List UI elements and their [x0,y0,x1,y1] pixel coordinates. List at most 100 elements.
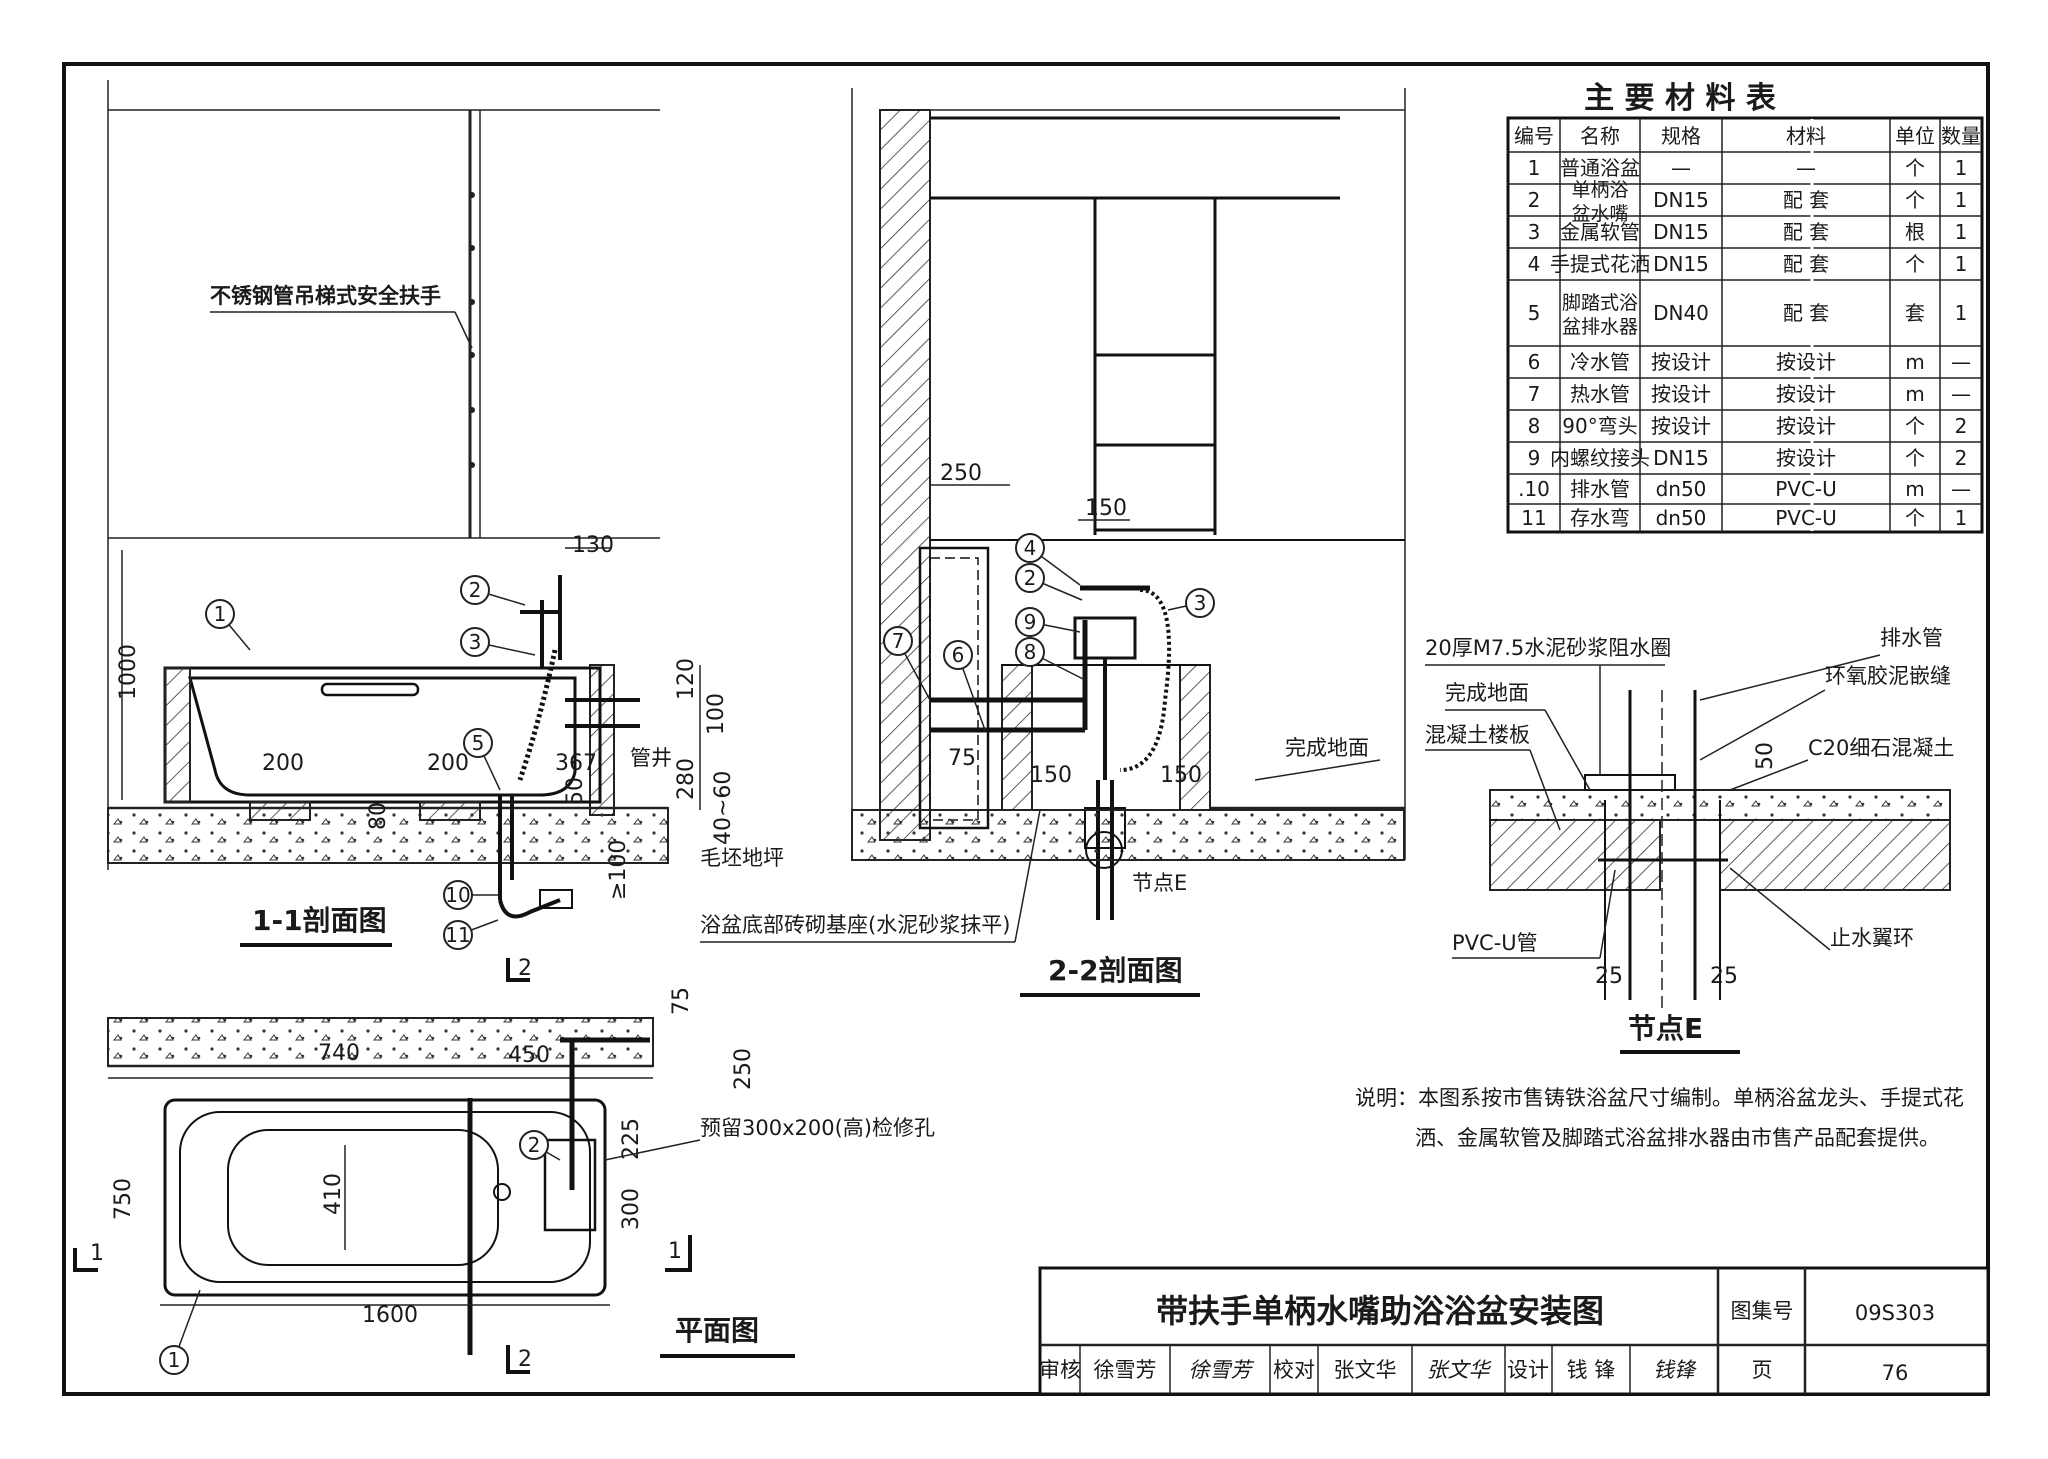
table-cell: 按设计 [1776,350,1836,374]
table-cell: 90°弯头 [1562,414,1637,438]
svg-text:洒、金属软管及脚踏式浴盆排水器由市售产品配套提供。: 洒、金属软管及脚踏式浴盆排水器由市售产品配套提供。 [1415,1126,1940,1150]
svg-text:50: 50 [563,777,588,805]
drawing-title: 带扶手单柄水嘴助浴浴盆安装图 [1156,1292,1604,1330]
svg-text:280: 280 [674,758,699,800]
table-cell: 9 [1528,446,1541,470]
svg-text:75: 75 [948,746,976,771]
table-cell: 单位 [1895,124,1935,148]
table-cell: 个 [1905,414,1925,438]
svg-text:PVC-U管: PVC-U管 [1452,931,1538,955]
callout-number: 7 [892,629,905,653]
svg-text:完成地面: 完成地面 [1285,736,1369,760]
svg-text:250: 250 [940,461,982,486]
table-cell: 按设计 [1776,382,1836,406]
svg-text:张文华: 张文华 [1334,1358,1397,1382]
table-cell: 2 [1528,188,1541,212]
table-cell: 排水管 [1570,477,1630,501]
table-cell: 配 套 [1783,220,1829,244]
svg-text:审核: 审核 [1039,1358,1081,1382]
table-cell: 热水管 [1570,382,1630,406]
svg-text:排水管: 排水管 [1880,626,1943,650]
node-e-detail: 20厚M7.5水泥砂浆阻水圈 排水管 环氧胶泥嵌缝 完成地面 混凝土楼板 C20… [1425,626,1954,1054]
table-cell: 名称 [1580,124,1620,148]
table-title: 主 要 材 料 表 [1584,81,1776,116]
svg-text:25: 25 [1595,964,1623,989]
svg-text:徐雪芳: 徐雪芳 [1189,1358,1255,1382]
table-cell: 单柄浴 [1571,179,1628,201]
table-cell: 个 [1905,252,1925,276]
table-cell: 配 套 [1783,252,1829,276]
svg-text:09S303: 09S303 [1855,1301,1935,1325]
svg-text:740: 740 [318,1041,360,1066]
table-cell: 4 [1528,252,1541,276]
table-cell: dn50 [1656,506,1707,530]
svg-text:节点E: 节点E [1132,871,1187,895]
table-cell: 1 [1955,252,1968,276]
node-e-title: 节点E [1628,1012,1703,1045]
table-cell: 个 [1905,446,1925,470]
callout-circle [205,599,235,629]
callout-number: 10 [445,883,470,907]
bathtub-section [163,666,602,804]
svg-text:150: 150 [1030,763,1072,788]
svg-text:750: 750 [111,1178,136,1220]
svg-text:40~60: 40~60 [711,771,736,845]
table-cell: 内螺纹接头 [1550,446,1650,470]
table-cell: — [1951,350,1971,374]
table-cell: 1 [1955,220,1968,244]
svg-text:410: 410 [321,1173,346,1215]
table-cell: 2 [1955,414,1968,438]
handrail-label: 不锈钢管吊梯式安全扶手 [210,284,441,308]
table-cell-cont: 盆排水器 [1562,316,1638,338]
svg-text:止水翼环: 止水翼环 [1830,926,1914,950]
callout-number: 6 [952,643,965,667]
table-cell: 配 套 [1783,188,1829,212]
table-cell: 6 [1528,350,1541,374]
callout-number: 9 [1024,610,1037,634]
table-cell: 个 [1905,188,1925,212]
callout-number: 1 [168,1348,181,1372]
table-cell: — [1951,477,1971,501]
svg-text:120: 120 [674,658,699,700]
svg-text:1: 1 [90,1241,104,1266]
svg-text:50: 50 [1753,742,1778,770]
callout-circle [1015,563,1045,593]
plan-view: 410 740 450 75 250 225 300 750 1600 预留30… [73,956,935,1375]
table-cell: — [1796,156,1816,180]
callout-number: 4 [1024,536,1037,560]
table-cell: 按设计 [1651,350,1711,374]
table-cell: 脚踏式浴 [1562,292,1638,314]
svg-text:徐雪芳: 徐雪芳 [1094,1358,1157,1382]
svg-text:校对: 校对 [1273,1358,1315,1382]
svg-text:25: 25 [1710,964,1738,989]
table-cell: 存水弯 [1570,506,1630,530]
svg-text:2: 2 [518,956,532,981]
callout-circle [1015,607,1045,637]
callout-number: 2 [1024,566,1037,590]
callout-circle [460,627,490,657]
plan-title: 平面图 [675,1314,759,1347]
svg-text:设计: 设计 [1507,1358,1549,1382]
table-cell: 配 套 [1783,301,1829,325]
table-cell: 按设计 [1776,446,1836,470]
table-cell: — [1671,156,1691,180]
svg-text:图集号: 图集号 [1731,1299,1794,1323]
callout-number: 2 [469,578,482,602]
table-cell-cont: 盆水嘴 [1571,203,1628,225]
svg-text:76: 76 [1882,1361,1909,1385]
table-cell: 7 [1528,382,1541,406]
svg-text:1600: 1600 [362,1303,418,1328]
callout-circle [463,728,493,758]
svg-text:2: 2 [518,1347,532,1372]
svg-text:300: 300 [619,1188,644,1230]
table-cell: 按设计 [1776,414,1836,438]
callout-number: 3 [469,630,482,654]
svg-text:毛坯地坪: 毛坯地坪 [700,846,784,870]
table-cell: — [1951,382,1971,406]
callout-number: 11 [445,923,470,947]
table-cell: 1 [1955,156,1968,180]
table-cell: 个 [1905,156,1925,180]
section-1-1: 不锈钢管吊梯式安全扶手 1000 130 120 100 [107,80,784,950]
callout-circle [519,1130,549,1160]
